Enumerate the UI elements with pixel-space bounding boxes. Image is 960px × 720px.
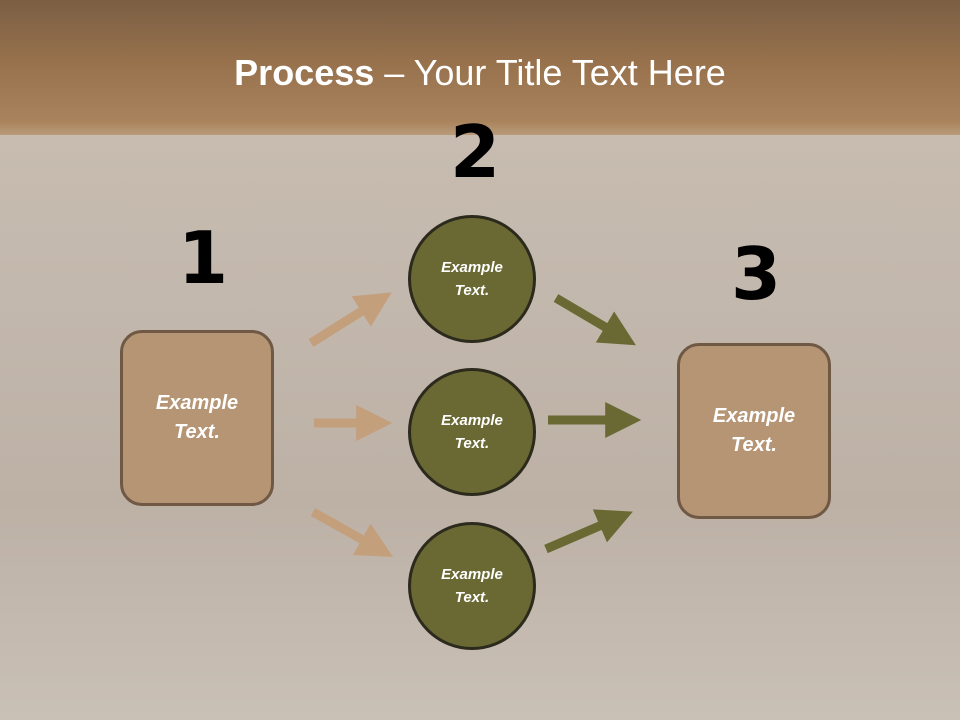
title-rest: – Your Title Text Here — [374, 52, 726, 93]
header-band — [0, 0, 960, 135]
circle-top-label: Example Text. — [441, 259, 503, 299]
circle-middle: Example Text. — [408, 368, 536, 496]
arrow-right-down — [553, 294, 636, 346]
arrow-left-up — [308, 292, 392, 347]
step-number-2: 2 — [450, 110, 501, 194]
arrow-left-down — [310, 508, 394, 557]
circle-middle-label: Example Text. — [441, 412, 503, 452]
arrow-right-up — [544, 509, 633, 554]
slide-title: Process – Your Title Text Here — [0, 52, 960, 94]
circle-bottom: Example Text. — [408, 522, 536, 650]
step-number-1: 1 — [178, 216, 229, 300]
right-box-label: Example Text. — [712, 405, 796, 456]
right-step-box: Example Text. — [677, 343, 831, 519]
title-bold: Process — [234, 52, 375, 93]
circle-bottom-label: Example Text. — [441, 566, 503, 606]
left-step-box: Example Text. — [120, 330, 274, 506]
left-box-label: Example Text. — [155, 392, 239, 443]
circle-top: Example Text. — [408, 215, 536, 343]
step-number-3: 3 — [731, 232, 782, 316]
